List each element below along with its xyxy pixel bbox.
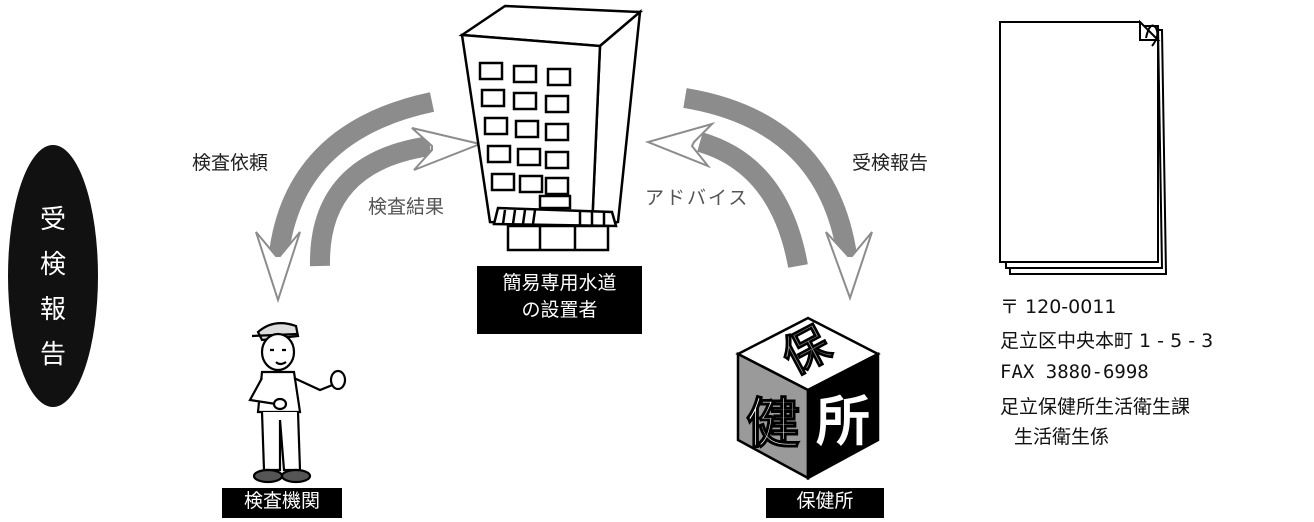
cube-left-char: 健	[746, 392, 800, 455]
arrow-jyuken-houkoku	[683, 88, 873, 302]
node-health-center: 保健所	[766, 488, 884, 518]
address-office: 足立保健所生活衛生課	[1000, 396, 1191, 418]
node-installer: 簡易専用水道 の設置者	[477, 266, 642, 334]
address-fax: FAX 3880-6998	[1000, 361, 1149, 383]
arrow-advice	[644, 122, 808, 268]
building-illustration	[458, 4, 644, 252]
label-jyuken-houkoku: 受検報告	[852, 152, 929, 174]
side-label-text: 受 検 報 告	[39, 205, 66, 370]
address-section: 生活衛生係	[1014, 426, 1110, 448]
node-installer-line2: の設置者	[521, 299, 598, 321]
label-kensa-kekka: 検査結果	[368, 196, 445, 218]
label-kensa-irai: 検査依頼	[192, 152, 269, 174]
address-postal: 〒 120-0011	[1000, 296, 1117, 318]
arrow-kensa-irai	[255, 92, 435, 304]
node-installer-line1: 簡易専用水道	[502, 272, 617, 294]
label-advice: アドバイス	[645, 187, 750, 209]
address-street: 足立区中央本町 1 - 5 - 3	[1000, 330, 1214, 352]
arrow-kensa-kekka	[309, 127, 484, 267]
document-icon	[999, 19, 1168, 275]
cube-right-char: 所	[816, 390, 870, 453]
health-center-cube	[735, 316, 881, 481]
node-agency: 検査機関	[222, 488, 342, 518]
side-label-oval	[8, 145, 98, 407]
inspector-illustration	[248, 321, 347, 484]
